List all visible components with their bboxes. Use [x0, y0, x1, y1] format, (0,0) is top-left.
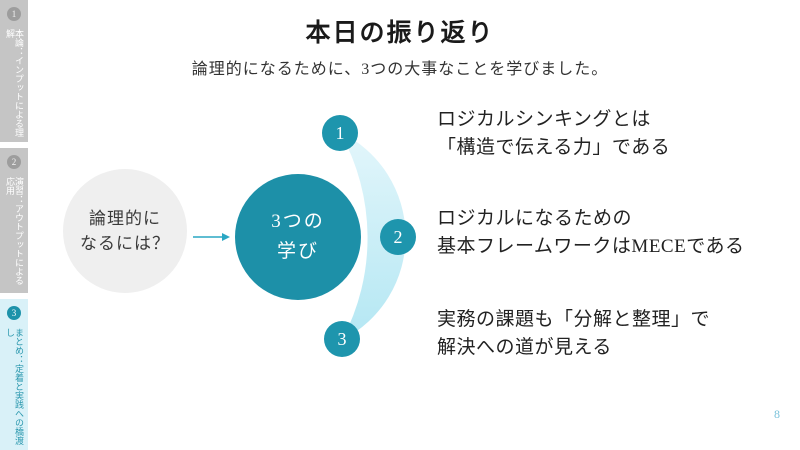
- page-number: 8: [774, 407, 780, 421]
- sidebar-item-3-label: まとめ：定着と実践への橋渡し: [5, 328, 24, 445]
- point-1-text: ロジカルシンキングとは 「構造で伝える力」である: [437, 106, 670, 162]
- sidebar-item-2-badge: 2: [7, 155, 21, 169]
- sidebar-item-exercise-output: 2 演習：アウトプットによる応用: [0, 148, 28, 293]
- point-2-text: ロジカルになるための 基本フレームワークはMECEである: [437, 205, 745, 261]
- point-3-line-1: 実務の課題も「分解と整理」で: [437, 309, 711, 330]
- arrow-icon: [193, 233, 230, 241]
- point-1-number-circle: 1: [322, 115, 358, 151]
- sidebar-item-3-badge: 3: [7, 306, 21, 320]
- point-1-line-1: ロジカルシンキングとは: [437, 109, 651, 130]
- center-line-2: 学び: [276, 241, 319, 262]
- point-3-number-circle: 3: [324, 321, 360, 357]
- point-2-number-circle: 2: [380, 219, 416, 255]
- point-3-line-2: 解決への道が見える: [437, 337, 612, 358]
- question-line-1: 論理的に: [89, 209, 161, 228]
- sidebar-item-main-input: 1 本論：インプットによる理解: [0, 0, 28, 142]
- page-title: 本日の振り返り: [305, 20, 495, 47]
- question-line-2: なるには？: [80, 234, 170, 253]
- agenda-sidebar: 1 本論：インプットによる理解 2 演習：アウトプットによる応用 3 まとめ：定…: [0, 0, 28, 450]
- center-line-1: 3つの: [271, 211, 325, 232]
- sidebar-item-1-label: 本論：インプットによる理解: [5, 29, 24, 137]
- center-circle: 3つの 学び: [235, 174, 361, 300]
- point-1-line-2: 「構造で伝える力」である: [437, 137, 671, 158]
- sidebar-item-summary-active: 3 まとめ：定着と実践への橋渡し: [0, 299, 28, 450]
- point-2-line-2: 基本フレームワークはMECEである: [437, 236, 745, 257]
- question-circle: 論理的に なるには？: [63, 169, 187, 293]
- point-3-text: 実務の課題も「分解と整理」で 解決への道が見える: [437, 306, 710, 362]
- sidebar-item-2-label: 演習：アウトプットによる応用: [5, 177, 24, 285]
- point-2-line-1: ロジカルになるための: [437, 208, 633, 229]
- page-subtitle: 論理的になるために、3つの大事なことを学びました。: [191, 61, 609, 78]
- sidebar-item-1-badge: 1: [7, 7, 21, 21]
